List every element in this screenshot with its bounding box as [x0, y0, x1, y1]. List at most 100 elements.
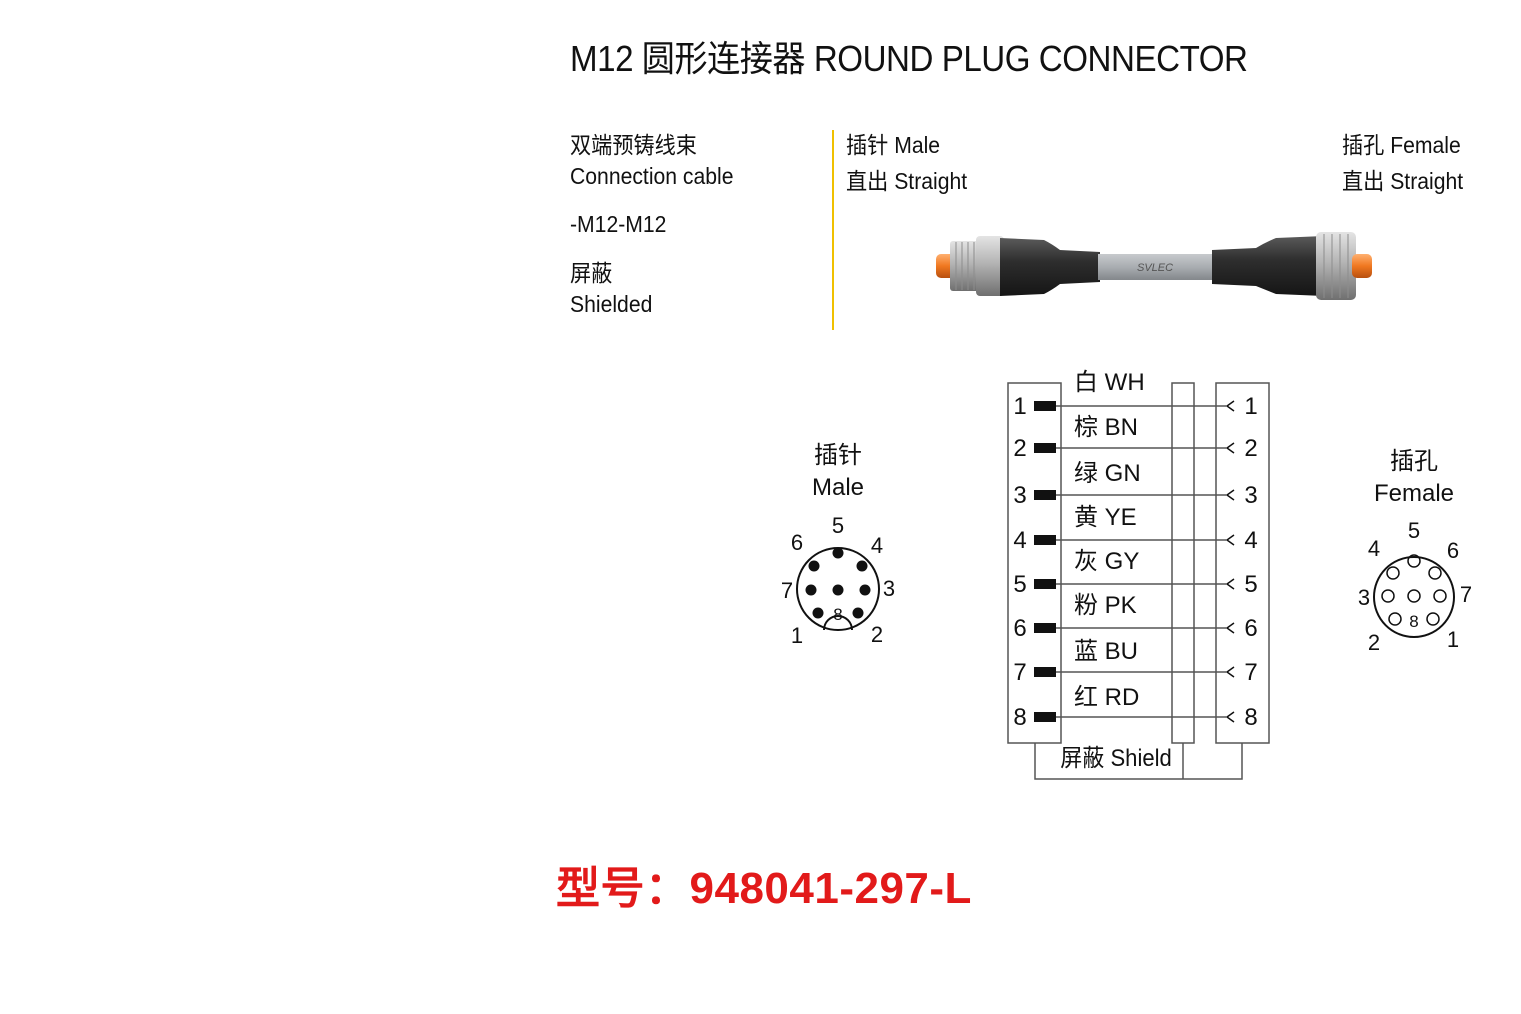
male-wire-pin-number: 8 — [1013, 704, 1026, 731]
female-nut-icon — [1316, 232, 1356, 300]
female-face-outline-icon — [1373, 556, 1455, 638]
page-title: M12 圆形连接器 ROUND PLUG CONNECTOR — [570, 38, 1248, 79]
female-face-label-cn: 插孔 — [1390, 448, 1438, 475]
female-pin-number: 5 — [1408, 518, 1420, 543]
shield-cn: 屏蔽 — [570, 260, 613, 286]
male-pin-dot — [812, 607, 824, 619]
female-end-line1: 插孔 Female — [1342, 132, 1461, 158]
female-pin-number: 8 — [1409, 612, 1418, 631]
male-wire-pin-number: 2 — [1013, 435, 1026, 462]
female-socket — [1407, 554, 1421, 568]
wire-color-label: 绿 GN — [1074, 460, 1141, 487]
male-wire-pin-number: 5 — [1013, 571, 1026, 598]
wire-color-label: 红 RD — [1074, 684, 1139, 711]
female-contact-icon — [1225, 489, 1235, 501]
male-contact-icon — [1034, 490, 1056, 500]
female-wire-pin-number: 2 — [1244, 435, 1257, 462]
female-face-label-en: Female — [1374, 480, 1454, 507]
female-wire-pin-number: 4 — [1244, 527, 1257, 554]
male-end-line2: 直出 Straight — [846, 168, 968, 194]
female-wire-pin-number: 1 — [1244, 393, 1257, 420]
male-contact-icon — [1034, 535, 1056, 545]
female-socket — [1407, 589, 1421, 603]
female-pin-number: 3 — [1358, 585, 1370, 610]
male-contact-icon — [1034, 401, 1056, 411]
female-contact-icon — [1225, 578, 1235, 590]
female-pin-number: 2 — [1368, 630, 1380, 655]
female-socket — [1388, 612, 1402, 626]
female-cap-icon — [1352, 254, 1372, 278]
female-terminal-block — [1215, 382, 1270, 744]
male-pin-number: 5 — [832, 513, 844, 538]
female-wire-pin-number: 8 — [1244, 704, 1257, 731]
male-pin-dot — [852, 607, 864, 619]
female-end-line2: 直出 Straight — [1342, 168, 1464, 194]
female-socket — [1428, 566, 1442, 580]
shield-conductor — [1171, 382, 1195, 744]
shield-label: 屏蔽 Shield — [1060, 744, 1172, 771]
male-wire-pin-number: 6 — [1013, 615, 1026, 642]
male-pin-dot — [859, 584, 871, 596]
male-nut-icon — [976, 236, 1004, 296]
shield-en: Shielded — [570, 291, 653, 317]
wire-color-label: 粉 PK — [1074, 592, 1137, 619]
shield-loop — [1034, 743, 1243, 780]
female-wire-pin-number: 6 — [1244, 615, 1257, 642]
wire-color-label: 白 WH — [1074, 369, 1145, 396]
male-pin-dot — [832, 547, 844, 559]
male-wire-pin-number: 7 — [1013, 659, 1026, 686]
cable-body-icon — [1098, 254, 1218, 280]
female-socket — [1381, 589, 1395, 603]
male-overmold-icon — [1000, 238, 1100, 296]
male-pin-number: 4 — [871, 533, 883, 558]
female-pin-number: 7 — [1460, 582, 1472, 607]
female-overmold-icon — [1212, 236, 1324, 296]
cable-brand: SVLEC — [1137, 262, 1173, 274]
female-pin-number: 1 — [1447, 627, 1459, 652]
female-contact-icon — [1225, 622, 1235, 634]
wire-color-label: 黄 YE — [1074, 504, 1137, 531]
divider-line — [832, 130, 834, 330]
male-face-label-cn: 插针 — [814, 442, 862, 469]
female-wire-pin-number: 5 — [1244, 571, 1257, 598]
wire-color-label: 蓝 BU — [1074, 638, 1138, 665]
male-wire-pin-number: 3 — [1013, 482, 1026, 509]
male-contact-icon — [1034, 667, 1056, 677]
male-pin-dot — [808, 560, 820, 572]
male-pin-number: 6 — [791, 530, 803, 555]
male-keyway-icon — [823, 615, 853, 631]
male-pin-number: 8 — [833, 605, 842, 624]
male-thread-icon — [950, 241, 980, 291]
female-socket — [1386, 566, 1400, 580]
male-wire-pin-number: 4 — [1013, 527, 1026, 554]
product-type-cn: 双端预铸线束 — [570, 132, 697, 158]
model-number: 型号：948041-297-L — [556, 864, 972, 913]
female-contact-icon — [1225, 711, 1235, 723]
female-pin-number: 4 — [1368, 536, 1380, 561]
product-code: -M12-M12 — [570, 211, 667, 237]
female-contact-icon — [1225, 400, 1235, 412]
female-contact-icon — [1225, 534, 1235, 546]
male-pin-dot — [805, 584, 817, 596]
female-contact-icon — [1225, 442, 1235, 454]
male-face-label-en: Male — [812, 474, 864, 501]
male-pin-number: 1 — [791, 623, 803, 648]
male-pin-dot — [832, 584, 844, 596]
wire-color-label: 棕 BN — [1074, 414, 1138, 441]
female-socket — [1426, 612, 1440, 626]
male-pin-number: 7 — [781, 578, 793, 603]
male-pin-dot — [856, 560, 868, 572]
male-contact-icon — [1034, 712, 1056, 722]
male-pin-number: 2 — [871, 622, 883, 647]
female-contact-icon — [1225, 666, 1235, 678]
female-socket — [1433, 589, 1447, 603]
female-wire-pin-number: 7 — [1244, 659, 1257, 686]
male-pin-number: 3 — [883, 576, 895, 601]
product-type-en: Connection cable — [570, 163, 734, 189]
male-contact-icon — [1034, 623, 1056, 633]
male-wire-pin-number: 1 — [1013, 393, 1026, 420]
